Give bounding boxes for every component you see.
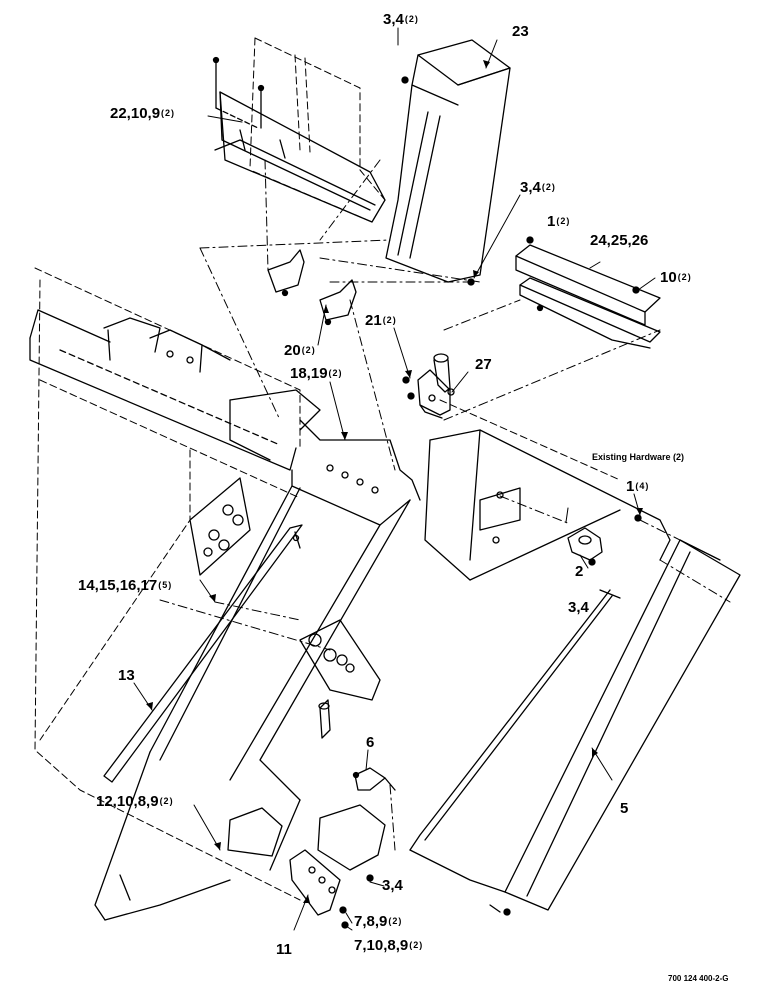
left-side-plate bbox=[189, 477, 251, 576]
top-bolts bbox=[212, 56, 265, 129]
bracket-6 bbox=[352, 767, 396, 791]
callout-13: 13 bbox=[118, 667, 135, 684]
callout-5: 5 bbox=[620, 800, 629, 817]
bracket-11 bbox=[227, 804, 386, 929]
top-angle-bracket bbox=[214, 91, 386, 223]
callout-27: 27 bbox=[475, 356, 492, 373]
callout-3-4-mid: 3,4(2) bbox=[520, 179, 556, 196]
callout-3-4-bottom: 3,4 bbox=[382, 877, 403, 894]
alignment-lines bbox=[159, 159, 731, 851]
callout-7-8-9: 7,8,9(2) bbox=[354, 913, 403, 930]
callout-7-10-8-9: 7,10,8,9(2) bbox=[354, 937, 424, 954]
callout-20: 20(2) bbox=[284, 342, 316, 359]
callout-10: 10(2) bbox=[660, 269, 692, 286]
callout-18-19: 18,19(2) bbox=[290, 365, 343, 382]
upper-frame-section bbox=[249, 37, 386, 223]
shield-24-25-26 bbox=[515, 236, 661, 349]
long-shield-5 bbox=[409, 539, 741, 916]
right-mounting-plate bbox=[424, 429, 671, 581]
callout-22-10-9: 22,10,9(2) bbox=[110, 105, 176, 122]
callout-1-top: 1(2) bbox=[547, 213, 571, 230]
callout-23: 23 bbox=[512, 23, 529, 40]
brackets-20 bbox=[267, 249, 357, 326]
central-square-tube bbox=[94, 389, 421, 921]
callout-2: 2 bbox=[575, 563, 584, 580]
leader-arrowheads bbox=[146, 60, 643, 903]
callout-3-4-top: 3,4(2) bbox=[383, 11, 419, 28]
figure-reference-number: 700 124 400-2-G bbox=[668, 974, 729, 983]
main-header-beam bbox=[29, 309, 297, 471]
callout-6: 6 bbox=[366, 734, 375, 751]
leader-lines bbox=[133, 27, 656, 931]
callout-24-25-26: 24,25,26 bbox=[590, 232, 649, 249]
callout-14-15-16-17: 14,15,16,17(5) bbox=[78, 577, 173, 594]
existing-hardware-note: Existing Hardware (2) bbox=[592, 452, 685, 462]
bracket-2 bbox=[567, 514, 642, 566]
callout-3-4-right: 3,4 bbox=[568, 599, 589, 616]
callout-1-right: 1(4) bbox=[626, 478, 650, 495]
mount-27 bbox=[402, 353, 455, 419]
callout-12-10-8-9: 12,10,8,9(2) bbox=[96, 793, 174, 810]
diagonal-brace-13 bbox=[103, 524, 303, 783]
callout-21: 21(2) bbox=[365, 312, 397, 329]
center-plate bbox=[299, 619, 381, 739]
upright-shield-23 bbox=[385, 39, 511, 286]
callout-11: 11 bbox=[276, 941, 292, 958]
